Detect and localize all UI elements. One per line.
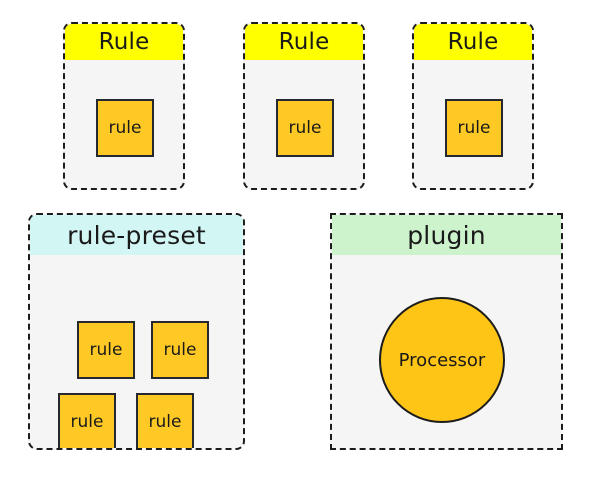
rule-card-3-title: Rule xyxy=(414,24,532,60)
rule-card-1-title: Rule xyxy=(65,24,183,60)
plugin-title: plugin xyxy=(332,215,561,255)
rule-box[interactable]: rule xyxy=(151,321,209,379)
rule-box[interactable]: rule xyxy=(136,393,194,448)
rule-card-1-body: rule xyxy=(65,60,183,188)
rule-card-2-title: Rule xyxy=(245,24,363,60)
rule-box[interactable]: rule xyxy=(77,321,135,379)
rule-card-3[interactable]: Rule rule xyxy=(412,22,534,190)
rule-box[interactable]: rule xyxy=(276,99,334,157)
rule-card-3-body: rule xyxy=(414,60,532,188)
rule-preset-title: rule-preset xyxy=(30,215,243,255)
rule-preset-body: rule rule rule rule xyxy=(30,255,243,448)
rule-box[interactable]: rule xyxy=(445,99,503,157)
rule-card-2-body: rule xyxy=(245,60,363,188)
rule-box[interactable]: rule xyxy=(96,99,154,157)
rule-card-2[interactable]: Rule rule xyxy=(243,22,365,190)
rule-box[interactable]: rule xyxy=(58,393,116,448)
rule-card-1[interactable]: Rule rule xyxy=(63,22,185,190)
processor-node[interactable]: Processor xyxy=(379,297,505,423)
plugin-body: Processor xyxy=(332,255,561,448)
plugin-card[interactable]: plugin Processor xyxy=(330,213,563,450)
rule-preset-card[interactable]: rule-preset rule rule rule rule xyxy=(28,213,245,450)
